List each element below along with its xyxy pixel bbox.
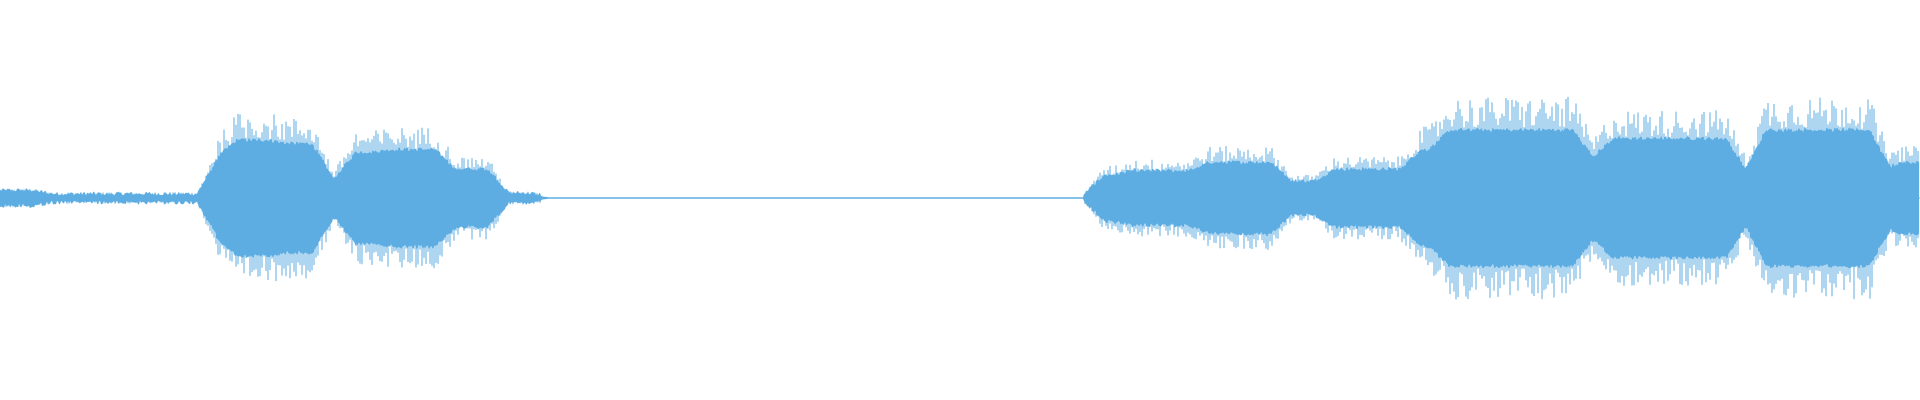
audio-waveform-panel <box>0 96 1920 300</box>
audio-waveform <box>0 96 1920 300</box>
